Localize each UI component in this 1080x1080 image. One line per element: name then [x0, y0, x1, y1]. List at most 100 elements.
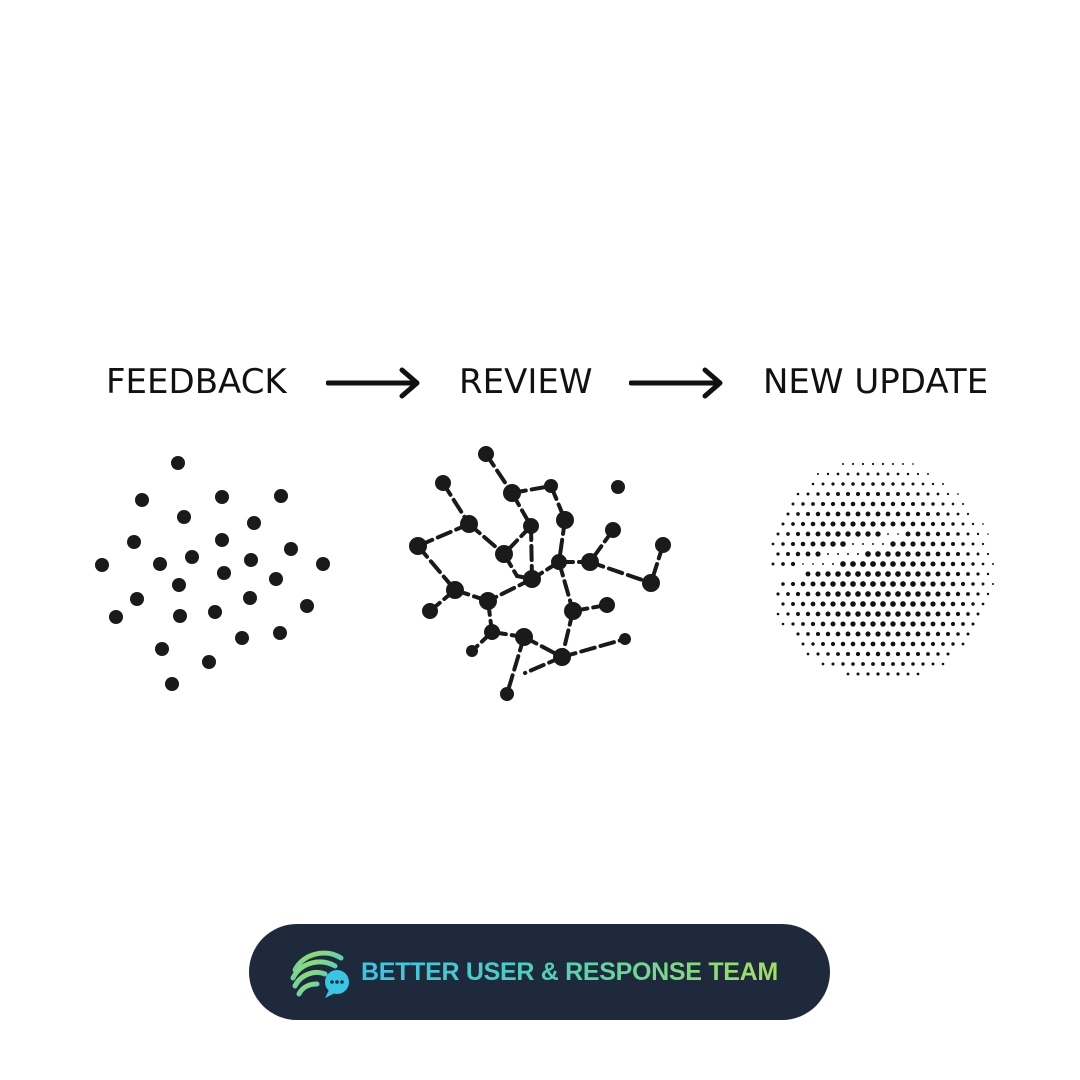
sphere-dot [856, 472, 860, 476]
sphere-dot [976, 612, 980, 616]
sphere-dot [920, 521, 926, 527]
sphere-dot [925, 591, 931, 597]
sphere-dot [835, 531, 841, 537]
sphere-dot [861, 662, 865, 666]
sphere-dot [887, 533, 889, 535]
sphere-dot [946, 492, 950, 496]
sphere-dot [820, 581, 826, 587]
sphere-dot [791, 502, 795, 506]
sphere-dot [956, 632, 960, 636]
sphere-dot [855, 651, 861, 657]
sphere-dot [986, 572, 990, 576]
sphere-dot [981, 582, 985, 586]
sphere-dot [841, 662, 845, 666]
sphere-dot [870, 521, 876, 527]
sphere-dot [910, 641, 916, 647]
sphere-dot [896, 472, 900, 476]
sphere-dot [875, 551, 881, 557]
sphere-dot [830, 621, 836, 627]
sphere-dot [840, 581, 846, 587]
sphere-dot [865, 511, 871, 517]
sphere-dot [855, 611, 861, 617]
sphere-dot [801, 502, 805, 506]
sphere-dot [945, 531, 951, 537]
sphere-dot [926, 652, 930, 656]
sphere-dot [796, 612, 800, 616]
sphere-dot [896, 492, 900, 496]
wave-chat-logo-icon [290, 950, 349, 998]
sphere-dot [796, 632, 800, 636]
connected-network-illustration [409, 446, 671, 701]
sphere-dot [781, 622, 785, 626]
sphere-dot [836, 652, 840, 656]
sphere-dot [902, 463, 904, 465]
sphere-dot [790, 541, 796, 547]
sphere-dot [781, 582, 785, 586]
sphere-dot [966, 512, 970, 516]
sphere-dot [930, 641, 936, 647]
sphere-dot [942, 483, 944, 485]
sphere-dot [910, 521, 916, 527]
sphere-dot [966, 632, 970, 636]
sphere-dot [795, 591, 801, 597]
sphere-dot [832, 563, 834, 565]
sphere-dot [905, 631, 911, 637]
sphere-dot [855, 591, 861, 597]
sphere-dot [816, 492, 820, 496]
sphere-dot [830, 581, 836, 587]
sphere-dot [776, 612, 780, 616]
sphere-dot [790, 581, 796, 587]
sphere-dot [976, 592, 980, 596]
sphere-dot [816, 652, 820, 656]
sphere-dot [820, 621, 826, 627]
sphere-dot [870, 581, 876, 587]
sphere-dot [906, 492, 910, 496]
sphere-dot [900, 621, 906, 627]
scattered-dots-illustration [95, 456, 330, 691]
sphere-dot [885, 591, 891, 597]
sphere-dot [845, 591, 851, 597]
sphere-dot [860, 581, 866, 587]
sphere-dot [986, 592, 990, 596]
sphere-dot [800, 521, 806, 527]
sphere-dot [870, 641, 876, 647]
sphere-dot [981, 542, 985, 546]
sphere-dot [880, 501, 886, 507]
sphere-dot [885, 611, 891, 617]
sphere-dot [935, 531, 941, 537]
sphere-dot [786, 592, 790, 596]
sphere-dot [891, 462, 895, 466]
sphere-dot [885, 631, 891, 637]
sphere-dot [875, 571, 881, 577]
sphere-dot [810, 601, 816, 607]
sphere-dot [891, 662, 895, 666]
sphere-dot [806, 652, 810, 656]
sphere-dot [847, 553, 849, 555]
sphere-dot [791, 602, 795, 606]
sphere-dot [940, 601, 946, 607]
sphere-dot [890, 621, 896, 627]
sphere-dot [925, 631, 931, 637]
sphere-dot [815, 591, 821, 597]
sphere-dot [930, 541, 936, 547]
sphere-dot [875, 591, 881, 597]
sphere-dot [875, 531, 881, 537]
sphere-dot [815, 631, 821, 637]
sphere-dot [941, 642, 945, 646]
sphere-dot [781, 602, 785, 606]
sphere-dot [835, 631, 841, 637]
sphere-dot [885, 551, 891, 557]
sphere-dot [936, 512, 940, 516]
sphere-dot [895, 551, 901, 557]
sphere-dot [815, 611, 821, 617]
sphere-dot [801, 622, 805, 626]
sphere-dot [921, 482, 925, 486]
sphere-dot [935, 591, 941, 597]
sphere-dot [810, 521, 816, 527]
sphere-dot [966, 592, 970, 596]
sphere-dot [971, 522, 975, 526]
sphere-dot [951, 522, 955, 526]
sphere-dot [786, 512, 790, 516]
sphere-dot [961, 502, 965, 506]
sphere-dot [890, 641, 896, 647]
